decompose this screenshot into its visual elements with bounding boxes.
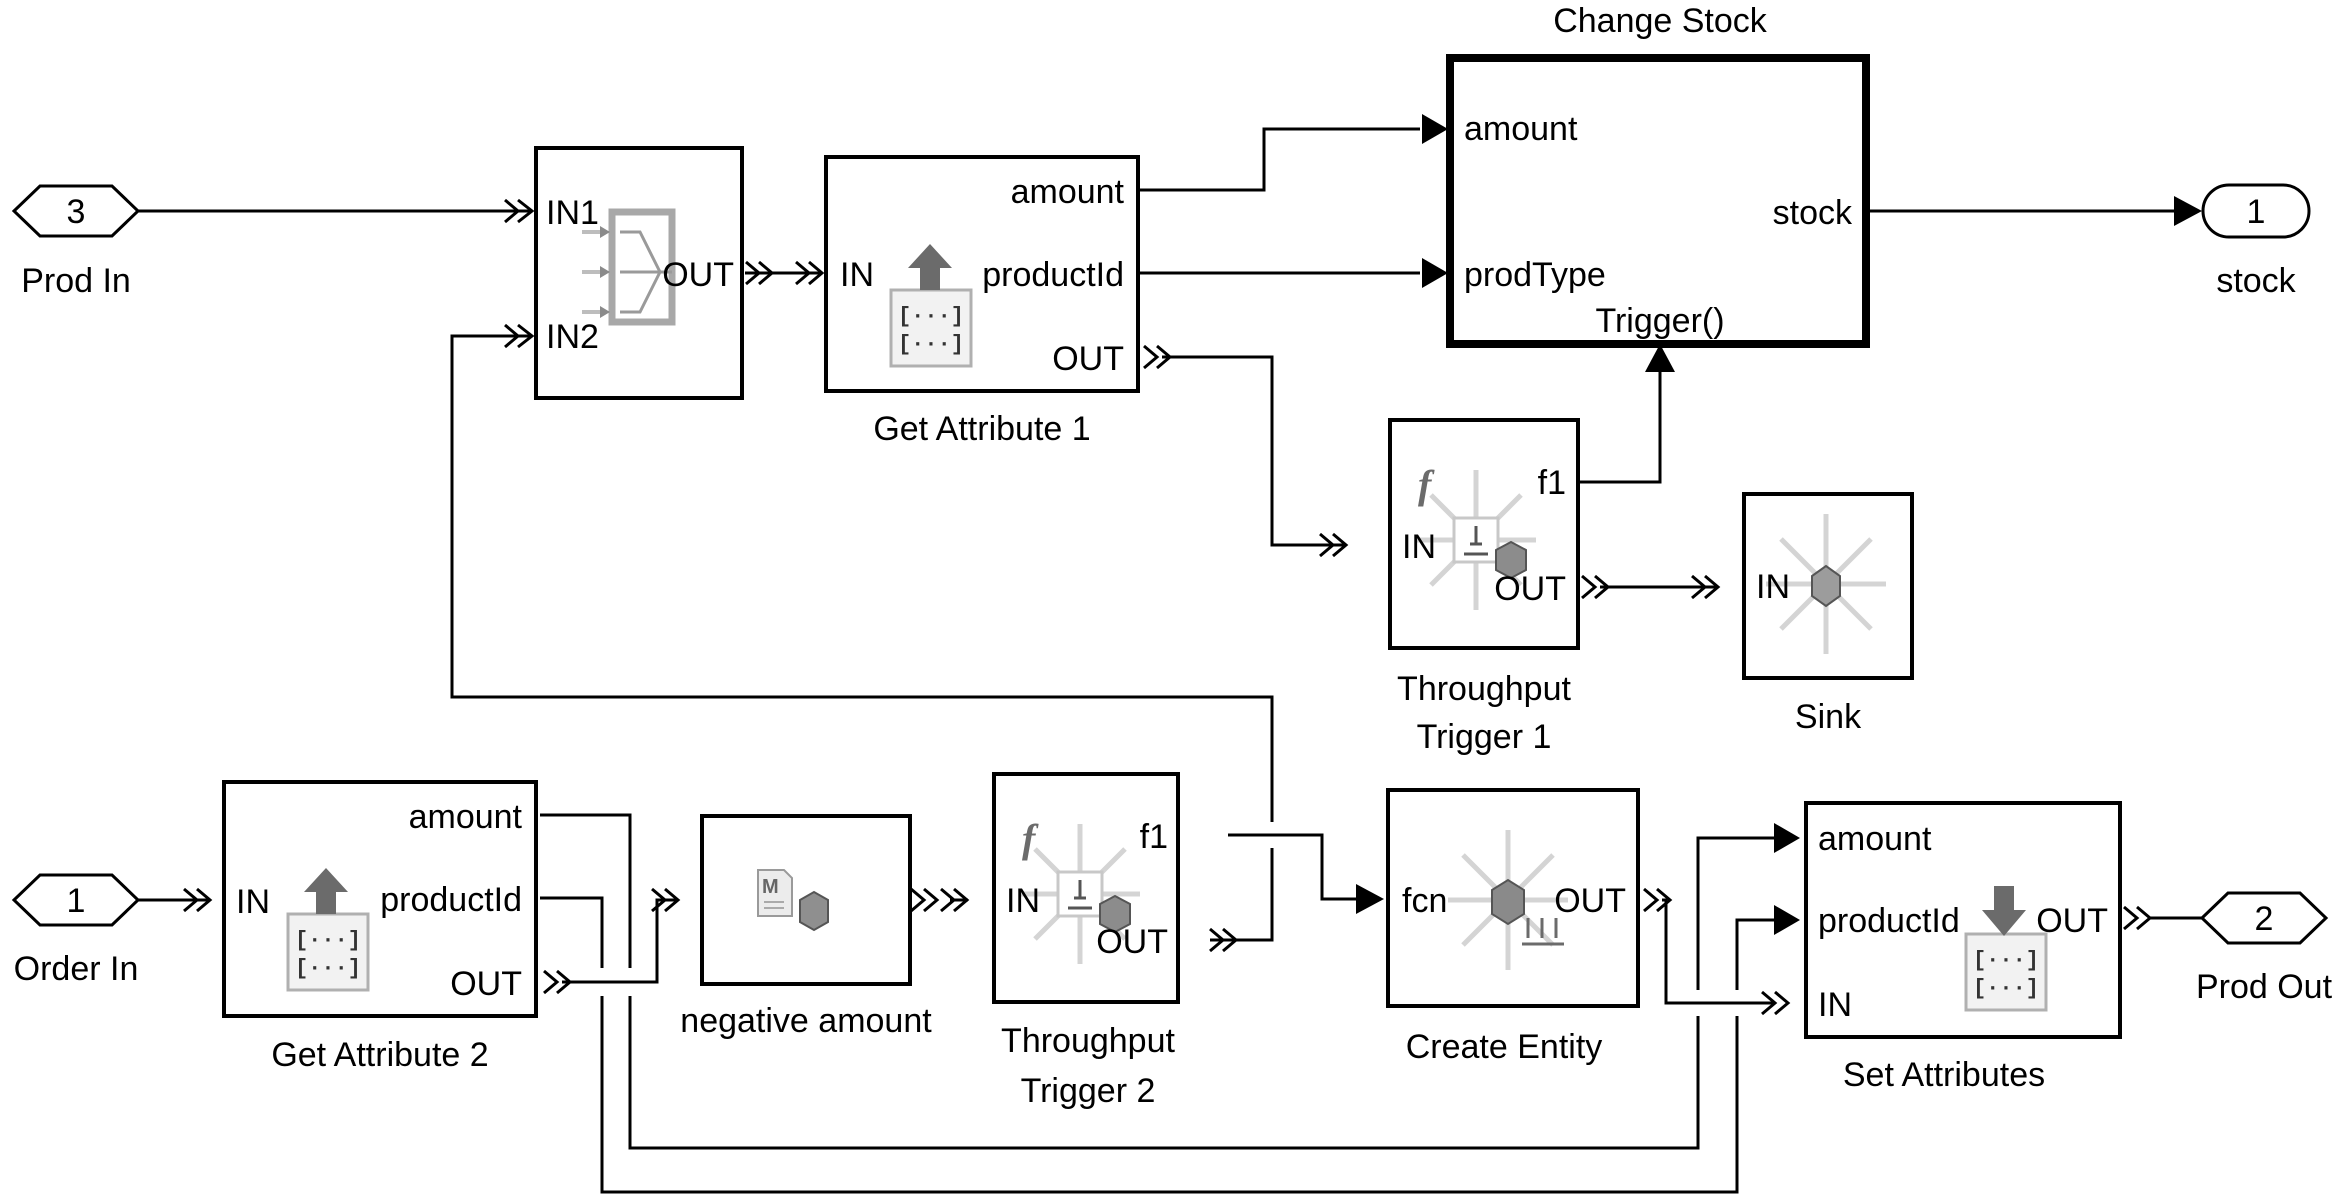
block-label: negative amount bbox=[680, 1002, 932, 1040]
port-number: 2 bbox=[2255, 900, 2274, 938]
wire-ga2-amount[interactable] bbox=[540, 813, 1774, 1150]
tt2-f1-label: f1 bbox=[1140, 818, 1168, 856]
ga1-productid-label: productId bbox=[982, 256, 1124, 294]
block-label-line1: Throughput bbox=[1001, 1022, 1175, 1060]
sink-in-label: IN bbox=[1756, 568, 1790, 606]
ga1-in-label: IN bbox=[840, 256, 874, 294]
wire-tt1-trigger[interactable] bbox=[1578, 370, 1662, 484]
tt1-f1-label: f1 bbox=[1538, 464, 1566, 502]
svg-text:[···]: [···] bbox=[295, 956, 361, 981]
wire-tt2-create[interactable] bbox=[1228, 833, 1356, 901]
get-attribute-icon: [···] [···] bbox=[286, 868, 370, 992]
arrow-head bbox=[1774, 823, 1800, 853]
ga2-in-label: IN bbox=[236, 883, 270, 921]
svg-text:[···]: [···] bbox=[295, 928, 361, 953]
block-negative-amount[interactable]: M negative amount bbox=[680, 814, 932, 1040]
arrow-head bbox=[1645, 344, 1675, 372]
entity-generator-icon: f bbox=[1416, 462, 1536, 610]
tt2-out-label: OUT bbox=[1096, 923, 1168, 961]
block-label: Change Stock bbox=[1553, 2, 1768, 40]
block-label-line2: Trigger 2 bbox=[1021, 1072, 1156, 1110]
block-label: Create Entity bbox=[1406, 1028, 1603, 1066]
wire-create-setattr[interactable] bbox=[1662, 898, 1775, 1005]
block-get-attribute-1[interactable]: [···] [···] IN amount productId OUT Get … bbox=[824, 155, 1140, 448]
ga1-out-label: OUT bbox=[1052, 340, 1124, 378]
block-label: Set Attributes bbox=[1843, 1056, 2045, 1094]
inport-order-in[interactable]: 1 Order In bbox=[11, 873, 141, 988]
sa-productid-label: productId bbox=[1818, 902, 1960, 940]
ce-fcn-label: fcn bbox=[1402, 882, 1447, 920]
block-change-stock[interactable]: Change Stock amount prodType stock Trigg… bbox=[1446, 2, 1870, 348]
arrow-head bbox=[1422, 258, 1448, 288]
set-attribute-icon: [···] [···] bbox=[1964, 886, 2048, 1012]
entity-generator-icon: f bbox=[1020, 816, 1140, 964]
sa-amount-label: amount bbox=[1818, 820, 1932, 858]
block-label: Sink bbox=[1795, 698, 1862, 736]
merge-in1-label: IN1 bbox=[546, 194, 599, 232]
ga1-amount-label: amount bbox=[1011, 173, 1125, 211]
tt2-in-label: IN bbox=[1006, 882, 1040, 920]
port-label: stock bbox=[2216, 262, 2296, 300]
port-label: Prod In bbox=[21, 262, 131, 300]
block-label: Get Attribute 2 bbox=[271, 1036, 488, 1074]
tt1-out-label: OUT bbox=[1494, 570, 1566, 608]
cs-prodtype-label: prodType bbox=[1464, 256, 1606, 294]
svg-text:f: f bbox=[1418, 462, 1435, 507]
matlab-function-icon: M bbox=[757, 869, 829, 932]
create-entity-icon bbox=[1448, 830, 1568, 970]
block-throughput-trigger-2[interactable]: f IN f1 OUT Throughput Trigger 2 bbox=[992, 772, 1180, 1110]
cs-amount-label: amount bbox=[1464, 110, 1578, 148]
arrow-head bbox=[1422, 114, 1448, 144]
outport-prod-out[interactable]: 2 Prod Out bbox=[2196, 891, 2333, 1006]
cs-trigger-label: Trigger() bbox=[1595, 302, 1724, 340]
svg-text:[···]: [···] bbox=[1973, 976, 2039, 1001]
merge-icon bbox=[582, 208, 676, 326]
port-number: 1 bbox=[2247, 193, 2266, 231]
cs-stock-label: stock bbox=[1773, 194, 1853, 232]
entity-port-markers bbox=[183, 198, 2153, 1016]
block-throughput-trigger-1[interactable]: f IN f1 OUT Throughput Trigger 1 bbox=[1388, 418, 1580, 756]
svg-text:[···]: [···] bbox=[898, 304, 964, 329]
block-entity-merge[interactable]: IN1 IN2 OUT bbox=[534, 146, 744, 400]
wire-ga2-productid[interactable] bbox=[540, 896, 1774, 1194]
wire-ga1-amount[interactable] bbox=[1140, 127, 1420, 192]
sa-in-label: IN bbox=[1818, 986, 1852, 1024]
arrow-head bbox=[1774, 905, 1800, 935]
block-label-line1: Throughput bbox=[1397, 670, 1571, 708]
block-sink[interactable]: IN Sink bbox=[1742, 492, 1914, 736]
ga2-amount-label: amount bbox=[409, 798, 523, 836]
block-label-line2: Trigger 1 bbox=[1417, 718, 1552, 756]
merge-in2-label: IN2 bbox=[546, 318, 599, 356]
wire-ga1-tt1[interactable] bbox=[1162, 355, 1346, 547]
svg-text:[···]: [···] bbox=[1973, 948, 2039, 973]
arrow-head bbox=[2174, 196, 2202, 226]
block-get-attribute-2[interactable]: [···] [···] IN amount productId OUT Get … bbox=[222, 780, 538, 1074]
get-attribute-icon: [···] [···] bbox=[889, 244, 973, 368]
port-label: Prod Out bbox=[2196, 968, 2333, 1006]
ce-out-label: OUT bbox=[1554, 882, 1626, 920]
arrow-head bbox=[1356, 884, 1384, 914]
ga2-productid-label: productId bbox=[380, 881, 522, 919]
svg-text:[···]: [···] bbox=[898, 332, 964, 357]
wire-ga2-neg[interactable] bbox=[562, 898, 678, 984]
merge-out-label: OUT bbox=[662, 256, 734, 294]
sink-icon bbox=[1766, 514, 1886, 654]
ga2-out-label: OUT bbox=[450, 965, 522, 1003]
block-set-attributes[interactable]: [···] [···] amount productId IN OUT Set … bbox=[1804, 801, 2122, 1094]
svg-text:M: M bbox=[762, 876, 779, 898]
block-label: Get Attribute 1 bbox=[873, 410, 1090, 448]
block-create-entity[interactable]: fcn OUT Create Entity bbox=[1386, 788, 1640, 1066]
tt1-in-label: IN bbox=[1402, 528, 1436, 566]
port-number: 3 bbox=[67, 193, 86, 231]
wire-tt2-merge[interactable] bbox=[450, 334, 1274, 942]
outport-stock[interactable]: 1 stock bbox=[2201, 183, 2311, 300]
port-label: Order In bbox=[14, 950, 139, 988]
sa-out-label: OUT bbox=[2036, 902, 2108, 940]
inport-prod-in[interactable]: 3 Prod In bbox=[11, 184, 141, 300]
svg-text:f: f bbox=[1022, 816, 1039, 861]
port-number: 1 bbox=[67, 882, 86, 920]
